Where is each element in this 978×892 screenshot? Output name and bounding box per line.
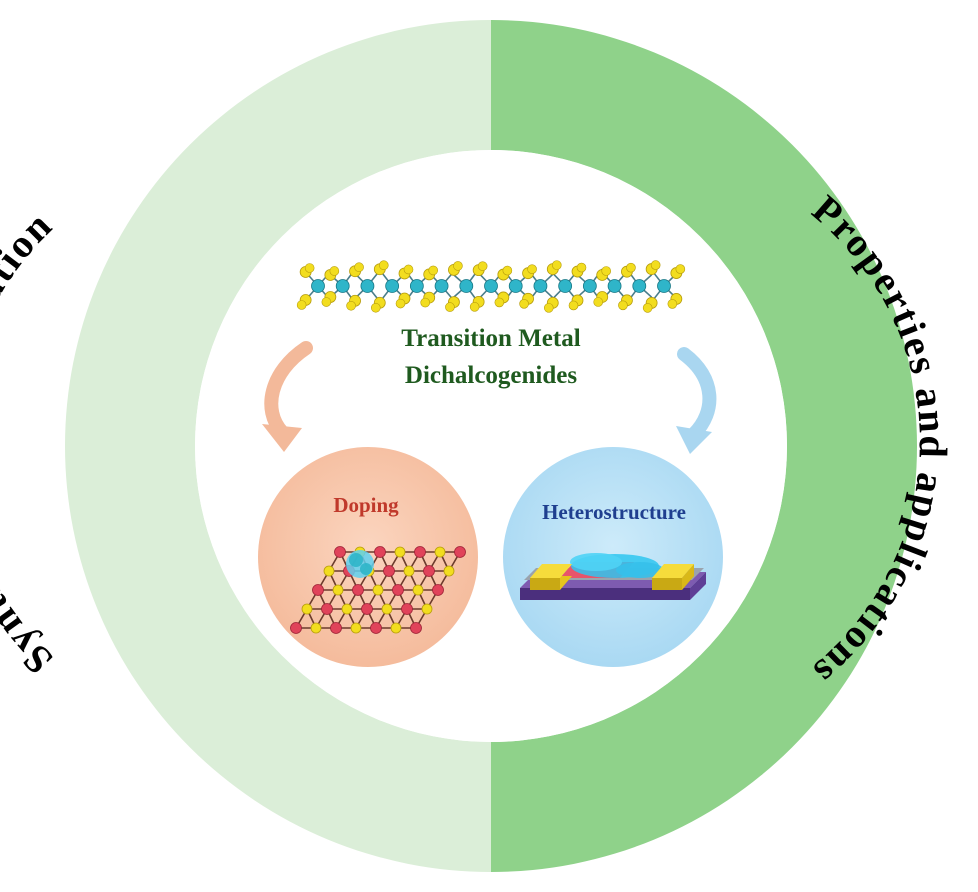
chalcogen-atom <box>601 266 612 276</box>
chalcogen-atom <box>403 264 414 275</box>
metal-atom <box>385 279 400 293</box>
lattice-atom-yellow <box>421 603 433 615</box>
doping-label: Doping <box>333 493 399 517</box>
lattice-atom-red <box>312 584 324 596</box>
metal-atom <box>434 279 449 293</box>
metal-atom <box>533 279 548 293</box>
lattice-atom-yellow <box>434 546 446 558</box>
lattice-atom-red <box>330 622 342 634</box>
dopant-cluster <box>360 563 372 575</box>
lattice-atom-yellow <box>350 622 362 634</box>
lattice-atom-red <box>334 546 346 558</box>
lattice-atom-red <box>414 546 426 558</box>
chalcogen-atom <box>296 300 307 310</box>
metal-atom <box>459 279 474 293</box>
heterostructure-device-illustration <box>520 553 706 600</box>
arrow-to-heterostructure <box>676 347 717 454</box>
chalcogen-atom <box>354 262 364 273</box>
chalcogen-atom <box>477 261 488 271</box>
metal-atom <box>335 279 350 293</box>
metal-atom <box>311 279 325 293</box>
heterostructure-label: Heterostructure <box>542 500 686 524</box>
doping-bubble: Doping <box>258 447 478 667</box>
lattice-atom-yellow <box>394 546 406 558</box>
lattice-atom-yellow <box>301 603 313 615</box>
lattice-atom-red <box>454 546 466 558</box>
lattice-atom-red <box>370 622 382 634</box>
metal-atom <box>657 279 671 293</box>
lattice-atom-red <box>374 546 386 558</box>
lattice-atom-red <box>383 565 395 577</box>
arrow-to-doping <box>262 341 313 452</box>
chalcogen-atom <box>428 265 439 276</box>
chalcogen-atom <box>420 297 431 308</box>
dopant-cluster <box>349 553 363 567</box>
doped-lattice-illustration <box>290 546 466 634</box>
lattice-atom-yellow <box>332 584 344 596</box>
lattice-atom-red <box>401 603 413 615</box>
lattice-atom-red <box>321 603 333 615</box>
chalcogen-atom <box>395 298 406 309</box>
lattice-atom-red <box>423 565 435 577</box>
lattice-atom-red <box>290 622 302 634</box>
chalcogen-atom <box>304 263 315 273</box>
chalcogen-atom <box>650 260 661 270</box>
chalcogen-atom <box>453 261 463 271</box>
chalcogen-atom <box>346 300 356 311</box>
chalcogen-atom <box>626 262 636 273</box>
lattice-atom-red <box>352 584 364 596</box>
chalcogen-atom <box>576 262 587 273</box>
metal-atom <box>409 279 424 293</box>
chalcogen-atom <box>593 297 604 307</box>
lattice-atom-red <box>392 584 404 596</box>
chalcogen-atom <box>551 260 562 270</box>
lattice-atom-yellow <box>390 622 402 634</box>
lattice-atom-yellow <box>412 584 424 596</box>
metal-atom <box>582 279 597 293</box>
metal-atom <box>360 279 375 293</box>
lattice-atom-red <box>361 603 373 615</box>
lattice-atom-yellow <box>372 584 384 596</box>
chalcogen-atom <box>642 303 653 313</box>
chalcogen-atom <box>445 302 455 312</box>
chalcogen-atom <box>618 300 628 311</box>
chalcogen-atom <box>378 260 389 271</box>
metal-atom <box>484 279 498 293</box>
lattice-atom-yellow <box>310 622 322 634</box>
lattice-atom-yellow <box>341 603 353 615</box>
lattice-atom-red <box>432 584 444 596</box>
chalcogen-atom <box>469 302 480 312</box>
center-title-line2: Dichalcogenides <box>405 362 577 389</box>
lattice-atom-yellow <box>403 565 415 577</box>
chalcogen-atom <box>370 302 381 313</box>
lattice-atom-yellow <box>381 603 393 615</box>
metal-atom <box>607 279 622 293</box>
chalcogen-atom <box>568 300 579 311</box>
metal-atom <box>632 279 647 293</box>
tmd-lattice-illustration <box>296 260 686 313</box>
chalcogen-atom <box>321 297 332 307</box>
chalcogen-atom <box>527 264 537 274</box>
chalcogen-atom <box>494 297 505 308</box>
chalcogen-atom <box>667 299 678 309</box>
metal-atom <box>558 279 573 293</box>
ring-right-half <box>491 20 917 872</box>
ring-left-half <box>65 20 491 872</box>
heterostructure-bubble: Heterostructure <box>503 447 723 667</box>
lattice-atom-yellow <box>323 565 335 577</box>
lattice-atom-yellow <box>443 565 455 577</box>
chalcogen-atom <box>502 265 513 276</box>
lattice-atom-red <box>410 622 422 634</box>
chalcogen-atom <box>543 303 554 313</box>
chalcogen-atom <box>519 299 529 309</box>
chalcogen-atom <box>675 264 686 274</box>
ring-left-label: Synthesis and fabrication <box>0 202 61 684</box>
chalcogen-atom <box>329 266 340 276</box>
metal-atom <box>508 279 523 293</box>
center-title-line1: Transition Metal <box>401 325 580 352</box>
